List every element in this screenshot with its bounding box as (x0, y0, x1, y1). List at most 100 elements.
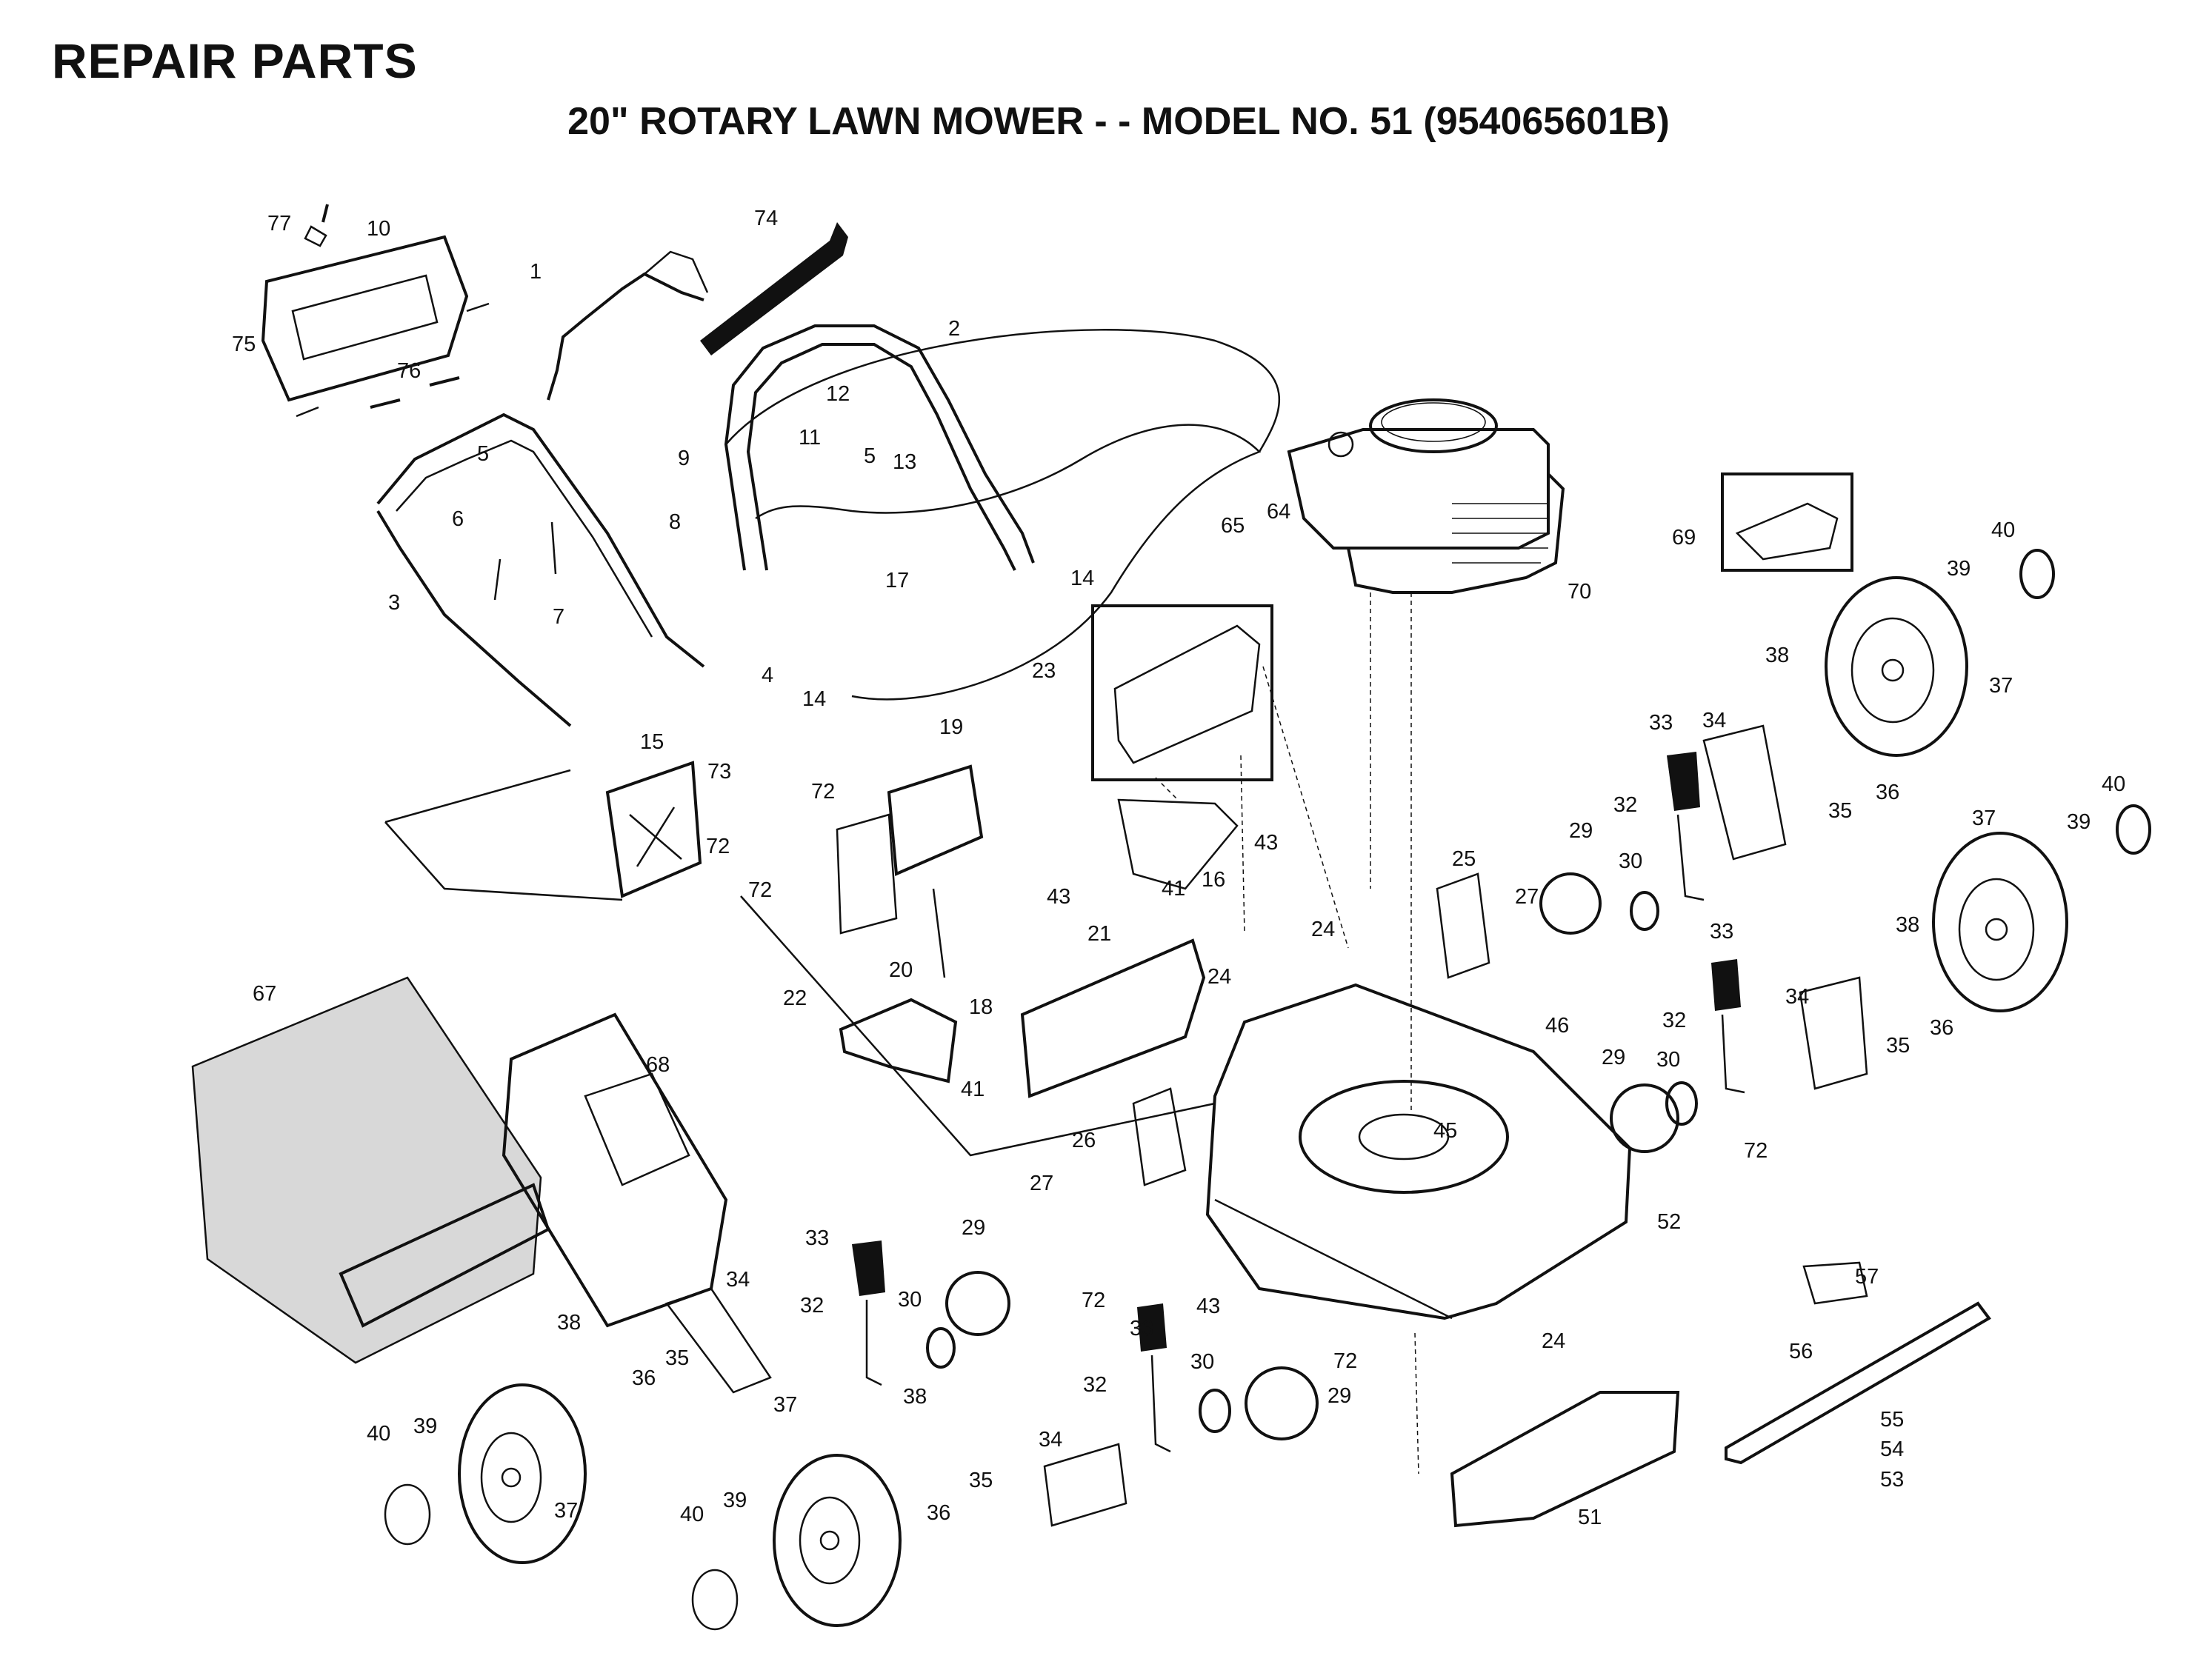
callout-40: 40 (367, 1422, 390, 1446)
callout-40: 40 (680, 1503, 704, 1526)
callout-77: 77 (267, 212, 291, 236)
callout-13: 13 (893, 450, 916, 474)
throttle-cable (755, 424, 1262, 701)
bag-handle-part (261, 204, 490, 418)
callout-3: 3 (388, 591, 400, 615)
callout-23: 23 (1032, 659, 1056, 683)
upper-handle (724, 324, 1035, 571)
callout-75: 75 (232, 333, 256, 356)
callout-2: 2 (948, 317, 960, 341)
callout-19: 19 (939, 715, 963, 739)
callout-72: 72 (811, 780, 835, 804)
callout-32: 32 (1662, 1009, 1686, 1032)
callout-70: 70 (1568, 580, 1591, 604)
callout-57: 57 (1855, 1265, 1879, 1289)
callout-53: 53 (1880, 1468, 1904, 1492)
page-subtitle: 20" ROTARY LAWN MOWER - - MODEL NO. 51 (… (567, 100, 1670, 143)
callout-35: 35 (665, 1346, 689, 1370)
callout-41: 41 (1162, 877, 1185, 901)
callout-52: 52 (1657, 1210, 1681, 1234)
callout-43: 43 (1254, 831, 1278, 855)
rear-flap (1020, 938, 1206, 1098)
callout-46: 46 (1545, 1014, 1569, 1038)
lower-handle (376, 413, 705, 668)
callout-24: 24 (1542, 1329, 1565, 1353)
callout-29: 29 (1569, 819, 1593, 843)
callout-56: 56 (1789, 1340, 1813, 1363)
callout-72: 72 (748, 878, 772, 902)
callout-37: 37 (773, 1393, 797, 1417)
grip (700, 222, 848, 355)
callout-40: 40 (2102, 772, 2125, 796)
callout-39: 39 (1947, 557, 1971, 581)
rear-skirt (1450, 1391, 1680, 1528)
callout-36: 36 (632, 1366, 656, 1390)
callout-51: 51 (1578, 1506, 1602, 1529)
callout-29: 29 (1602, 1046, 1625, 1069)
callout-25: 25 (1452, 847, 1476, 871)
callout-33: 33 (1649, 711, 1673, 735)
rear-right-wheel (1825, 549, 2055, 757)
callout-39: 39 (413, 1415, 437, 1438)
spark-plug-box (1721, 472, 1853, 572)
callout-24: 24 (1207, 965, 1231, 989)
callout-38: 38 (1765, 644, 1789, 667)
callout-29: 29 (962, 1216, 985, 1240)
callout-15: 15 (640, 730, 664, 754)
callout-38: 38 (903, 1385, 927, 1409)
callout-26: 26 (1072, 1129, 1096, 1152)
callout-64: 64 (1267, 500, 1290, 524)
callout-34: 34 (1039, 1428, 1062, 1452)
callout-35: 35 (969, 1469, 993, 1492)
callout-72: 72 (1082, 1289, 1105, 1312)
callout-37: 37 (554, 1499, 578, 1523)
callout-39: 39 (2067, 810, 2091, 834)
callout-37: 37 (1989, 674, 2013, 698)
callout-38: 38 (557, 1311, 581, 1335)
callout-6: 6 (452, 507, 464, 531)
callout-33: 33 (1130, 1317, 1153, 1340)
callout-36: 36 (1930, 1016, 1953, 1040)
callout-5: 5 (864, 444, 876, 468)
callout-72: 72 (1333, 1349, 1357, 1373)
callout-27: 27 (1030, 1172, 1053, 1195)
callout-43: 43 (1047, 885, 1070, 909)
mower-blade (1725, 1301, 1991, 1465)
callout-30: 30 (1619, 849, 1642, 873)
callout-12: 12 (826, 382, 850, 406)
bag-frame (502, 1012, 728, 1328)
callout-34: 34 (1785, 985, 1809, 1009)
callout-33: 33 (1710, 920, 1733, 944)
engine (1287, 398, 1565, 594)
callout-76: 76 (397, 359, 421, 383)
callout-32: 32 (1613, 793, 1637, 817)
callout-14: 14 (1070, 567, 1094, 590)
deflector-box (1091, 604, 1273, 781)
callout-16: 16 (1202, 868, 1225, 892)
callout-55: 55 (1880, 1408, 1904, 1432)
callout-35: 35 (1886, 1034, 1910, 1058)
discharge-deflector (1117, 798, 1239, 890)
callout-34: 34 (726, 1268, 750, 1292)
callout-72: 72 (706, 835, 730, 858)
callout-38: 38 (1896, 913, 1919, 937)
callout-34: 34 (1702, 709, 1726, 732)
callout-39: 39 (723, 1489, 747, 1512)
front-left-wheel (691, 1454, 902, 1631)
callout-24: 24 (1311, 918, 1335, 941)
rear-bracket (887, 764, 984, 876)
control-bar (547, 272, 704, 401)
callout-68: 68 (646, 1053, 670, 1077)
grass-bag (191, 976, 542, 1364)
callout-67: 67 (253, 982, 276, 1006)
callout-21: 21 (1087, 922, 1111, 946)
rear-left-wheel (384, 1383, 587, 1564)
callout-27: 27 (1515, 885, 1539, 909)
callout-45: 45 (1433, 1119, 1457, 1143)
callout-37: 37 (1972, 807, 1996, 830)
callout-7: 7 (553, 605, 564, 629)
callout-32: 32 (800, 1294, 824, 1318)
callout-35: 35 (1828, 799, 1852, 823)
callout-69: 69 (1672, 526, 1696, 550)
